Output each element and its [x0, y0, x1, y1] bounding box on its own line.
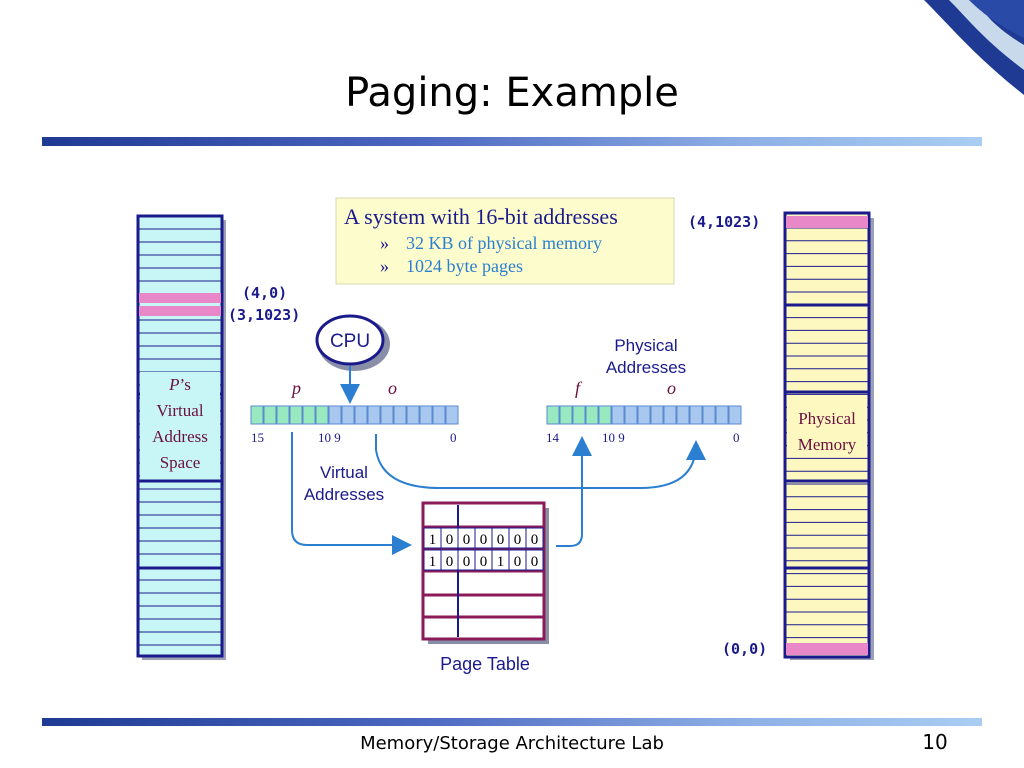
physical-bit-0: 0 [733, 430, 740, 445]
offset-bit-cell [406, 405, 420, 425]
page-table-bit: 0 [480, 532, 488, 548]
virtual-addresses-caption-1: Virtual [320, 463, 368, 482]
page-table-bit: 0 [446, 554, 454, 570]
frame-bit-cell [546, 405, 560, 425]
physical-bit-10-9: 10 9 [602, 430, 625, 445]
physical-addresses-caption-1: Physical [614, 336, 677, 355]
frame-highlight [786, 216, 868, 228]
info-bullet-2: 1024 byte pages [406, 256, 523, 276]
vas-label-line2: Virtual [156, 401, 203, 420]
page-bit-cell [302, 405, 316, 425]
bullet-marker: » [380, 256, 389, 276]
offset-bit-cell [715, 405, 729, 425]
title-divider [42, 137, 982, 146]
page-table-bit: 0 [531, 532, 539, 548]
page-table-bit-cell [525, 549, 544, 571]
footer-text: Memory/Storage Architecture Lab [360, 733, 664, 754]
offset-bit-cell [341, 405, 355, 425]
info-bullet-1: 32 KB of physical memory [406, 233, 602, 253]
page-table-bit: 1 [429, 532, 437, 548]
offset-bit-cell [328, 405, 342, 425]
cpu-node: CPU [315, 314, 390, 371]
page-bit-cell [276, 405, 290, 425]
page-bit-cell [250, 405, 264, 425]
offset-bit-cell [432, 405, 446, 425]
page-table-bit: 0 [514, 554, 522, 570]
physical-bit-14: 14 [546, 430, 560, 445]
offset-bit-cell [445, 405, 459, 425]
vas-label-line3: Address [152, 427, 208, 446]
page-table-bit: 0 [463, 554, 471, 570]
virtual-address-register [250, 405, 459, 425]
frame-bit-cell [598, 405, 612, 425]
page-table-bit: 0 [446, 532, 454, 548]
pm-label-line2: Memory [798, 435, 857, 454]
physical-memory: Physical Memory [783, 211, 874, 660]
footer-divider [42, 718, 982, 726]
virtual-addresses-caption-2: Addresses [304, 485, 384, 504]
virtual-offset-field-label: o [388, 378, 397, 398]
physical-addresses-caption-2: Addresses [606, 358, 686, 377]
virtual-bit-15: 15 [251, 430, 264, 445]
page-highlight [139, 306, 221, 316]
offset-bit-cell [354, 405, 368, 425]
page-table-bit: 1 [429, 554, 437, 570]
slide-title: Paging: Example [345, 70, 679, 116]
frame-bit-cell [585, 405, 599, 425]
physical-offset-field-label: o [667, 378, 676, 398]
page-table-bit: 0 [463, 532, 471, 548]
physical-frame-field-label: f [575, 378, 583, 398]
offset-bit-cell [367, 405, 381, 425]
vas-coord-high: (4,0) [242, 284, 287, 302]
corner-swoosh-decoration [924, 0, 1024, 95]
offset-copy-arrow [375, 434, 706, 489]
offset-bit-cell [393, 405, 407, 425]
vas-coord-low: (3,1023) [228, 306, 300, 324]
frame-bit-cell [559, 405, 573, 425]
info-heading: A system with 16-bit addresses [344, 204, 618, 229]
page-bit-cell [289, 405, 303, 425]
page-number-to-table-arrow [291, 432, 412, 555]
offset-bit-cell [380, 405, 394, 425]
pm-label-line1: Physical [798, 409, 856, 428]
page-table-bit: 0 [480, 554, 488, 570]
frame-highlight [786, 643, 868, 655]
page-bit-cell [263, 405, 277, 425]
cpu-label: CPU [330, 331, 370, 352]
offset-bit-cell [689, 405, 703, 425]
physical-address-register [546, 405, 742, 425]
page-highlight [139, 293, 221, 303]
virtual-bit-10-9: 10 9 [318, 430, 341, 445]
virtual-bit-0: 0 [450, 430, 457, 445]
offset-bit-cell [676, 405, 690, 425]
page-table-caption: Page Table [440, 654, 530, 674]
offset-bit-cell [728, 405, 742, 425]
offset-bit-cell [637, 405, 651, 425]
table-to-frame-arrow [556, 436, 592, 547]
page-bit-cell [315, 405, 329, 425]
vas-label-line1: P’s [168, 375, 191, 394]
page-table-bit: 0 [514, 532, 522, 548]
offset-bit-cell [663, 405, 677, 425]
page-table-bit: 1 [497, 554, 505, 570]
page-table-bit-cell [525, 527, 544, 549]
offset-bit-cell [650, 405, 664, 425]
page-table-bit: 0 [497, 532, 505, 548]
page-number: 10 [922, 730, 948, 754]
virtual-page-field-label: p [290, 378, 301, 398]
info-box: A system with 16-bit addresses » 32 KB o… [335, 197, 675, 285]
offset-bit-cell [419, 405, 433, 425]
page-table-bit: 0 [531, 554, 539, 570]
virtual-address-space: P’s Virtual Address Space [136, 214, 226, 660]
offset-bit-cell [702, 405, 716, 425]
bullet-marker: » [380, 233, 389, 253]
offset-bit-cell [611, 405, 625, 425]
pm-coord-top: (4,1023) [688, 213, 760, 231]
vas-label-line4: Space [160, 453, 201, 472]
offset-bit-cell [624, 405, 638, 425]
pm-coord-bottom: (0,0) [722, 640, 767, 658]
frame-bit-cell [572, 405, 586, 425]
